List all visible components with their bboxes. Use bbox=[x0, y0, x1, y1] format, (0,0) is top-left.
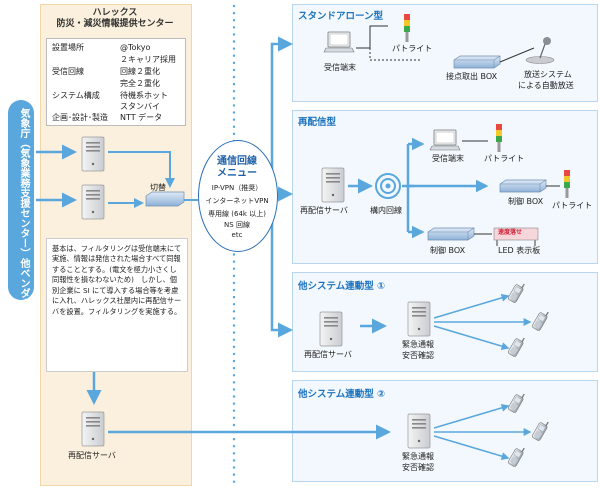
halex-center-name: 防災・減災情報提供センター bbox=[56, 19, 174, 30]
led-panel-text: 速度落せ bbox=[498, 229, 523, 236]
linked2-phone-2-icon bbox=[531, 418, 551, 442]
led-panel-icon bbox=[493, 227, 539, 246]
halex-redist-server bbox=[81, 411, 105, 447]
line-menu-title: 通信回線 メニュー bbox=[198, 156, 276, 180]
arrow-menu-to-linked1 bbox=[270, 222, 293, 338]
filtering-note-box bbox=[46, 238, 188, 372]
info-key-location: 設置場所 bbox=[52, 43, 84, 52]
linked1-phone-3-icon bbox=[507, 334, 527, 358]
receive-server-2 bbox=[81, 184, 105, 220]
menu-item-etc: etc bbox=[231, 231, 243, 239]
lan-rings-icon bbox=[375, 173, 401, 199]
info-val-location: @Tokyo bbox=[120, 43, 151, 52]
redistribution-control-box-1-icon bbox=[499, 179, 547, 193]
redistribution-patlight-2-icon bbox=[564, 170, 570, 198]
linked2-emergency-server-icon bbox=[407, 413, 431, 449]
arrow-menu-to-standalone bbox=[270, 36, 293, 172]
arrow-linked2-phone3 bbox=[433, 435, 510, 461]
redistribution-patlight-1-icon bbox=[496, 124, 502, 152]
arrow-linked1-phone3 bbox=[433, 325, 510, 351]
arrow-linked1-phone1 bbox=[433, 293, 510, 319]
source-label: 気象庁（気象業務支援センター）他ベンダー bbox=[18, 108, 29, 308]
line-terminal-to-box bbox=[369, 48, 420, 61]
section-standalone bbox=[292, 4, 598, 102]
linked1-emergency-server-icon bbox=[407, 301, 431, 337]
linked1-phone-2-icon bbox=[531, 308, 551, 332]
linked1-emergency-label-2: 安否確認 bbox=[402, 351, 434, 360]
redistribution-lan-label: 構内回線 bbox=[370, 206, 402, 215]
linked1-server-icon bbox=[319, 311, 343, 347]
line-box-to-mic bbox=[499, 47, 535, 63]
halex-company-name: ハレックス bbox=[92, 8, 138, 18]
menu-item-internet-vpn: インターネットVPN bbox=[205, 197, 269, 205]
standalone-patlight-icon bbox=[404, 14, 410, 42]
section-linked-1-title: 他システム連動型 ① bbox=[298, 281, 386, 292]
redistribution-control-box-1-label: 制御 BOX bbox=[508, 197, 544, 206]
linked2-phone-3-icon bbox=[507, 444, 527, 468]
standalone-broadcast-label-1: 放送システム bbox=[524, 70, 572, 79]
filtering-note-text: 基本は、フィルタリングは受信端末にて実施、情報は発信された場合すべて同報すること… bbox=[52, 244, 182, 316]
info-val-hot: 待機系ホット bbox=[120, 91, 168, 100]
system-info-box bbox=[46, 38, 186, 126]
standalone-contact-box-label: 接点取出 BOX bbox=[446, 72, 498, 81]
redistribution-patlight-1-label: パトライト bbox=[484, 154, 525, 163]
halex-title: ハレックス 防災・減災情報提供センター bbox=[40, 8, 190, 31]
info-key-line: 受信回線 bbox=[52, 67, 84, 76]
menu-item-ipvpn: IP-VPN（推奨） bbox=[211, 184, 263, 192]
linked1-phone-1-icon bbox=[507, 280, 527, 304]
info-val-design: NTT データ bbox=[120, 113, 163, 122]
redistribution-control-box-2-label: 制御 BOX bbox=[430, 246, 466, 255]
info-val-full-dup: 完全２重化 bbox=[120, 79, 160, 88]
redistribution-terminal-label: 受信端末 bbox=[432, 154, 464, 163]
redistribution-patlight-2-label: パトライト bbox=[552, 201, 593, 210]
linked2-emergency-label-1: 緊急通報 bbox=[402, 452, 434, 461]
receive-server-1 bbox=[81, 136, 105, 172]
standalone-terminal-icon bbox=[323, 31, 355, 53]
line-menu-title-2: メニュー bbox=[217, 168, 257, 179]
line-terminal-to-patlight bbox=[356, 25, 388, 49]
redistribution-control-box-2-icon bbox=[427, 227, 475, 241]
linked2-phone-1-icon bbox=[507, 390, 527, 414]
standalone-terminal-label: 受信端末 bbox=[324, 63, 356, 72]
info-key-system: システム構成 bbox=[52, 91, 100, 100]
section-linked-2-title: 他システム連動型 ② bbox=[298, 389, 386, 400]
section-redistribution-title: 再配信型 bbox=[298, 117, 337, 128]
arrow-server1-to-switch bbox=[108, 151, 175, 188]
standalone-patlight-label: パトライト bbox=[392, 44, 433, 53]
info-key-design: 企画･設計･製造 bbox=[52, 113, 108, 122]
menu-item-ns-line: NS 回線 bbox=[224, 221, 250, 229]
line-menu-ellipse bbox=[198, 140, 278, 252]
line-menu-title-1: 通信回線 bbox=[217, 156, 257, 167]
switch-label: 切替 bbox=[150, 183, 166, 192]
redistribution-led-label: LED 表示板 bbox=[498, 246, 541, 255]
linked1-server-label: 再配信サーバ bbox=[304, 350, 352, 359]
redistribution-server-label: 再配信サーバ bbox=[300, 206, 348, 215]
standalone-broadcast-label-2: による自動放送 bbox=[518, 81, 574, 90]
arrow-linked2-phone1 bbox=[433, 403, 510, 429]
section-standalone-title: スタンドアローン型 bbox=[298, 11, 384, 22]
info-val-line-dup: 回線２重化 bbox=[120, 67, 160, 76]
switch-box-icon bbox=[145, 191, 185, 207]
source-pill bbox=[8, 100, 34, 300]
broadcast-mic-icon bbox=[525, 37, 555, 64]
standalone-contact-box-icon bbox=[453, 55, 501, 69]
redistribution-server-icon bbox=[321, 167, 345, 203]
info-val-standby: スタンバイ bbox=[120, 102, 160, 111]
menu-item-leased-line: 専用線 (64k 以上) bbox=[208, 210, 266, 218]
info-val-carrier: ２キャリア採用 bbox=[120, 55, 176, 64]
redistribution-terminal-icon bbox=[429, 129, 461, 151]
linked2-emergency-label-2: 安否確認 bbox=[402, 463, 434, 472]
halex-redist-server-label: 再配信サーバ bbox=[68, 451, 116, 460]
linked1-emergency-label-1: 緊急通報 bbox=[402, 340, 434, 349]
